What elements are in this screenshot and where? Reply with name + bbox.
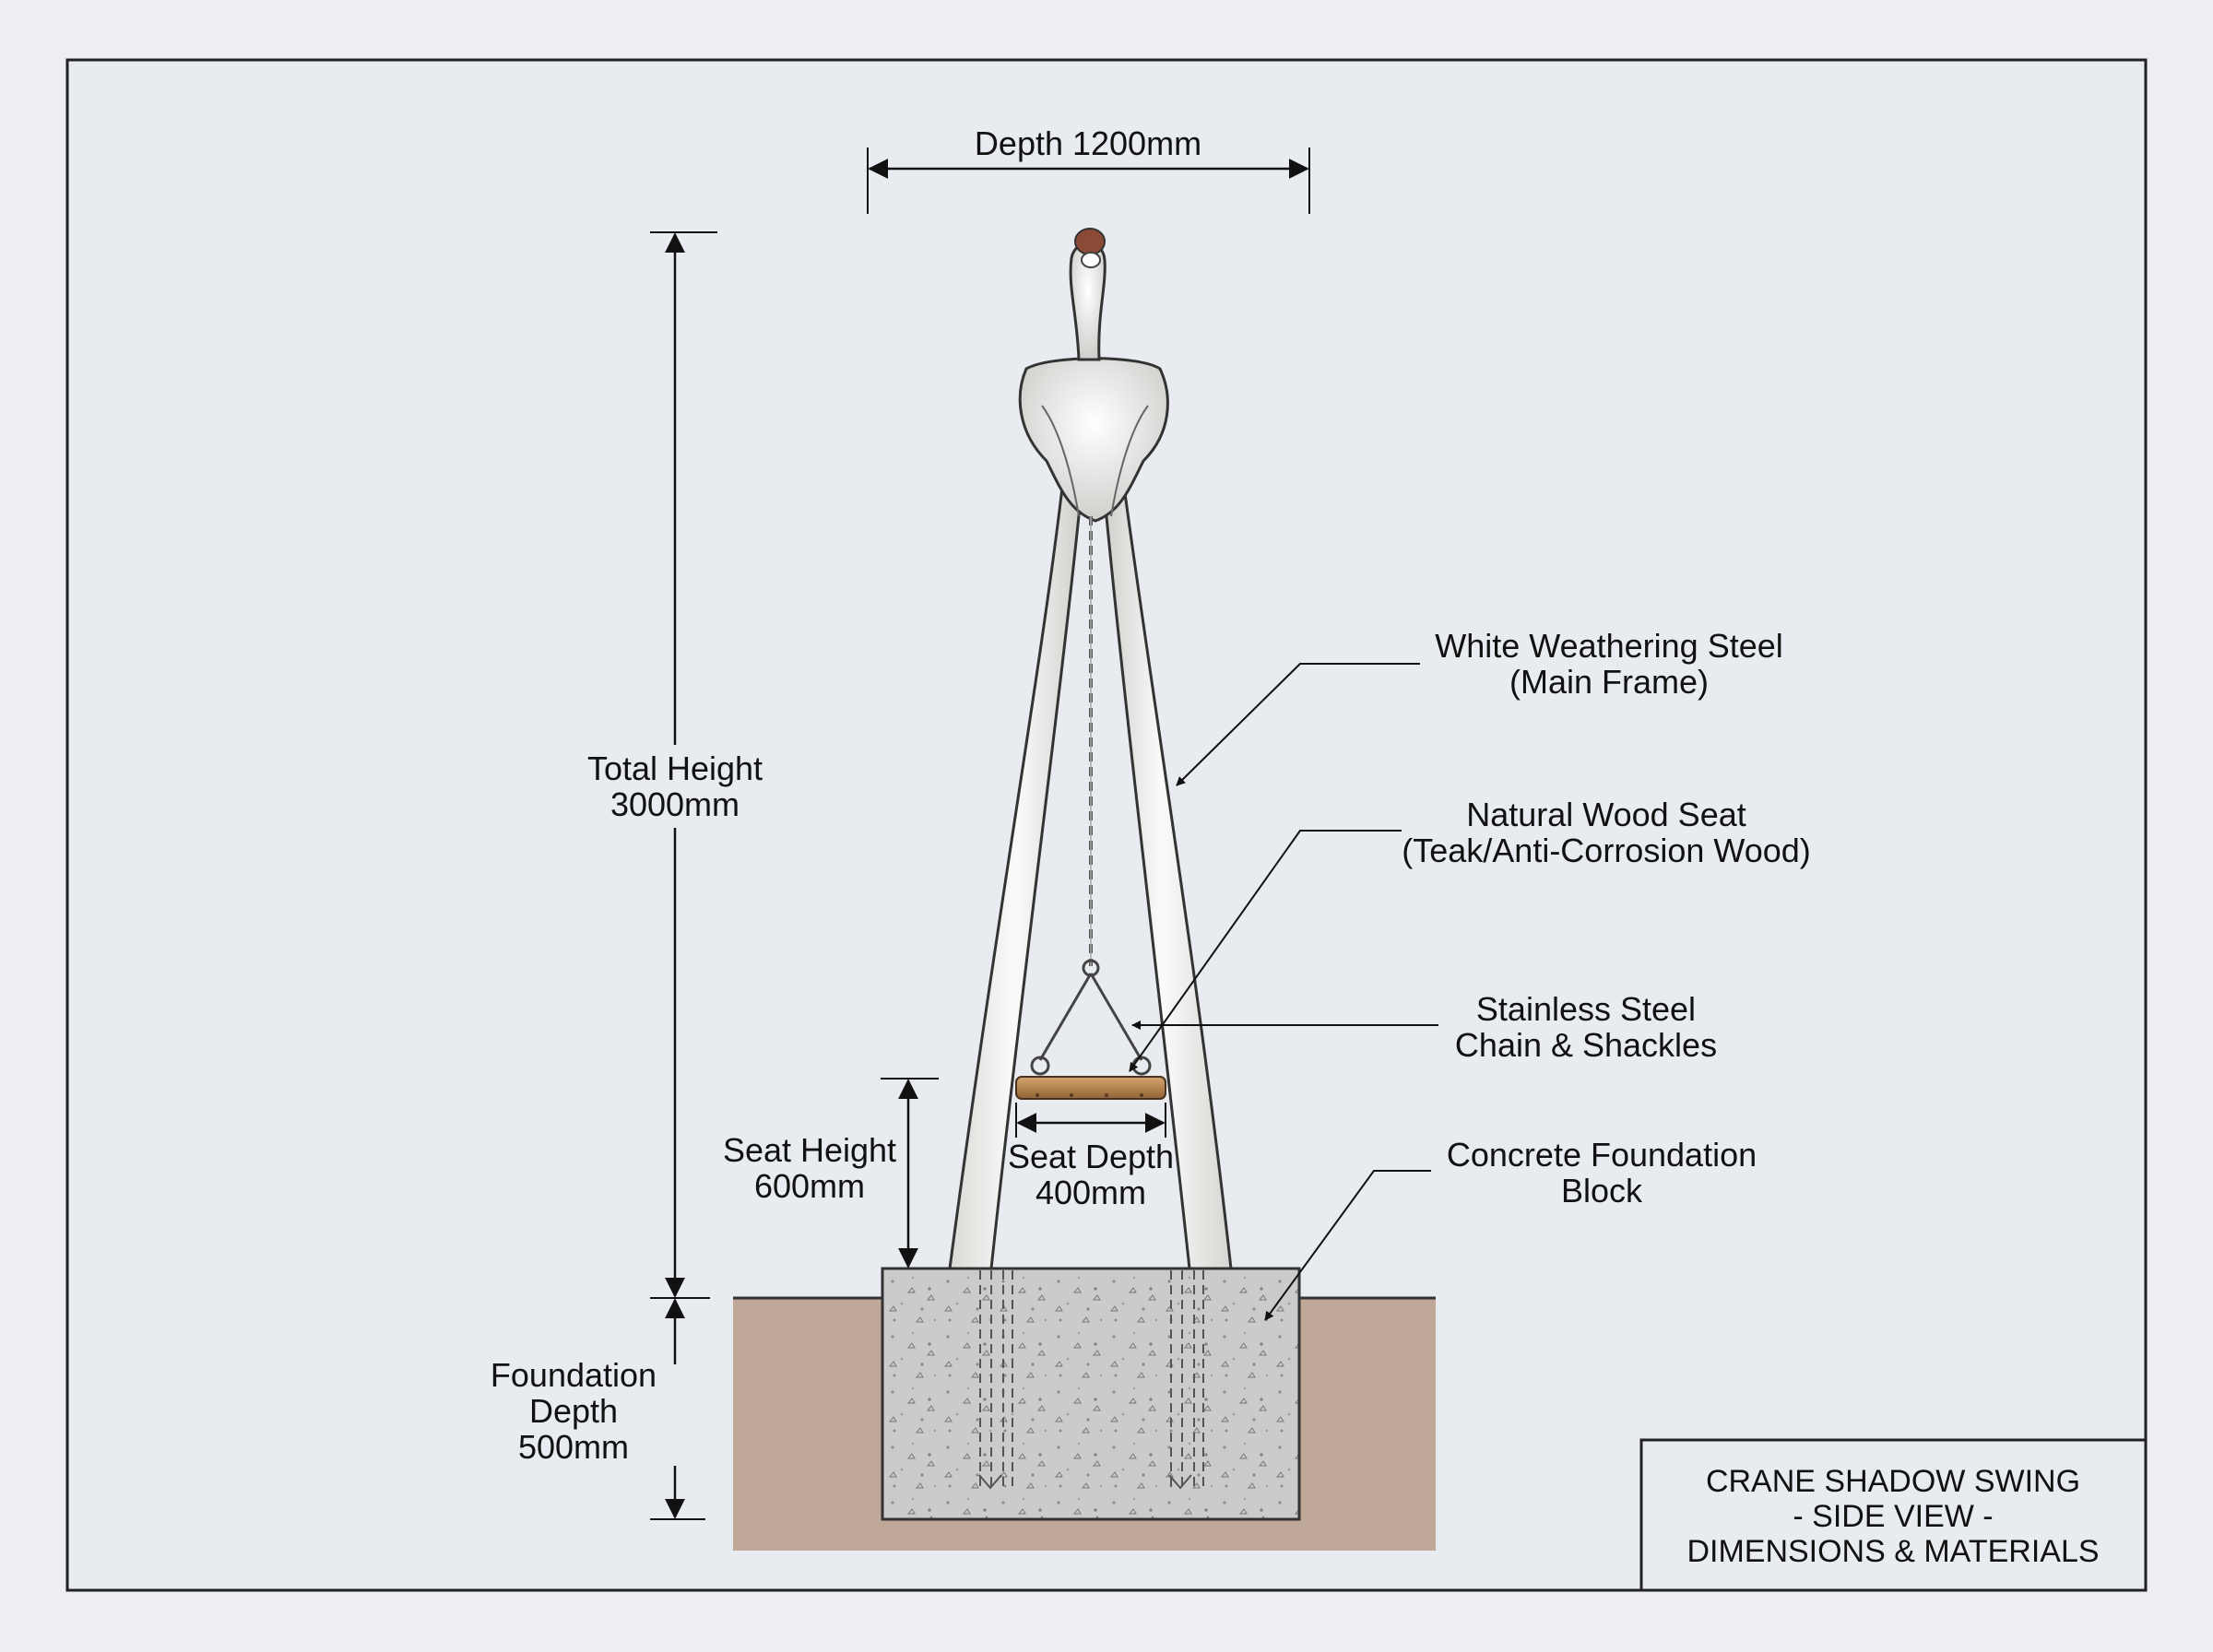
foundation-depth-dimension: Foundation Depth 500mm <box>491 1298 705 1520</box>
right-leg <box>1103 476 1233 1270</box>
callout-steel-frame: White Weathering Steel (Main Frame) <box>1176 627 1783 786</box>
chain-line1: Stainless Steel <box>1476 990 1696 1028</box>
foundation-depth-line2: Depth <box>529 1392 618 1430</box>
foundation-line1: Concrete Foundation <box>1447 1136 1757 1174</box>
wood-seat-line2: (Teak/Anti-Corrosion Wood) <box>1402 832 1811 869</box>
steel-frame <box>948 228 1233 1270</box>
total-height-label-line1: Total Height <box>587 749 763 787</box>
foundation-depth-line1: Foundation <box>491 1356 657 1394</box>
title-line3: DIMENSIONS & MATERIALS <box>1686 1534 2099 1569</box>
title-block: CRANE SHADOW SWING - SIDE VIEW - DIMENSI… <box>1639 1438 2148 1592</box>
left-leg <box>948 477 1083 1270</box>
seat-depth-line2: 400mm <box>1035 1174 1146 1211</box>
depth-label: Depth 1200mm <box>975 124 1201 162</box>
frame-head <box>1018 357 1169 523</box>
title-line1: CRANE SHADOW SWING <box>1706 1464 2080 1499</box>
steel-frame-line2: (Main Frame) <box>1509 663 1709 701</box>
depth-dimension: Depth 1200mm <box>867 124 1310 214</box>
seat-height-dimension: Seat Height 600mm <box>723 1078 939 1268</box>
crane-head-cap <box>1074 228 1106 255</box>
shackle-left <box>1030 1056 1050 1076</box>
stainless-steel-chain <box>1030 516 1152 1076</box>
concrete-foundation-block <box>881 1267 1301 1521</box>
wood-seat-line1: Natural Wood Seat <box>1466 796 1746 833</box>
crane-eye-icon <box>1081 252 1101 268</box>
callout-foundation: Concrete Foundation Block <box>1264 1136 1757 1321</box>
anchor-bolts-left <box>979 1270 1013 1486</box>
chain-line2: Chain & Shackles <box>1455 1026 1717 1064</box>
title-line2: - SIDE VIEW - <box>1793 1499 1993 1534</box>
total-height-label-line2: 3000mm <box>610 785 740 823</box>
seat-depth-dimension: Seat Depth 400mm <box>1008 1103 1174 1211</box>
seat-height-line1: Seat Height <box>723 1131 896 1169</box>
total-height-dimension: Total Height 3000mm <box>587 231 763 1299</box>
foundation-depth-line3: 500mm <box>518 1428 629 1466</box>
anchor-bolts-right <box>1170 1270 1204 1486</box>
foundation-line2: Block <box>1561 1172 1643 1210</box>
steel-frame-line1: White Weathering Steel <box>1435 627 1783 665</box>
wood-seat <box>1015 1076 1166 1100</box>
seat-height-line2: 600mm <box>754 1167 865 1205</box>
seat-depth-line1: Seat Depth <box>1008 1138 1174 1175</box>
callout-wood-seat: Natural Wood Seat (Teak/Anti-Corrosion W… <box>1129 796 1811 1072</box>
callout-chain: Stainless Steel Chain & Shackles <box>1131 990 1717 1064</box>
